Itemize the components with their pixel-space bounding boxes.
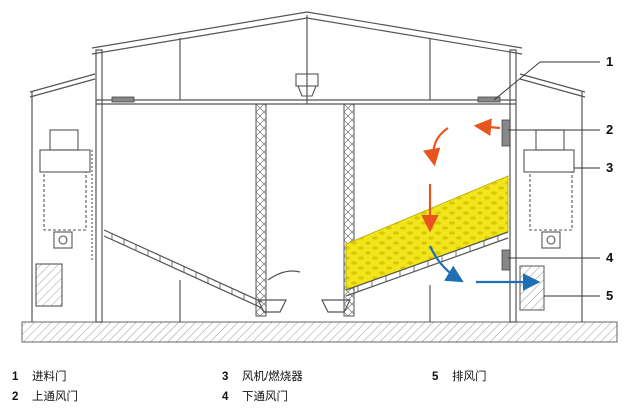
legend-label: 排风门 bbox=[452, 371, 487, 383]
legend-item-4: 4 下通风门 bbox=[222, 388, 288, 404]
grain-bed bbox=[345, 175, 509, 291]
legend-item-5: 5 排风门 bbox=[432, 368, 487, 384]
legend-number: 3 bbox=[222, 371, 229, 383]
legend-number: 1 bbox=[12, 371, 19, 383]
legend-number: 2 bbox=[12, 391, 19, 403]
hot-airflow-arrows bbox=[421, 118, 501, 233]
legend-item-3: 3 风机/燃烧器 bbox=[222, 368, 303, 384]
callout-2: 2 bbox=[606, 122, 613, 137]
feeding-door-right bbox=[477, 96, 501, 103]
legend-label: 下通风门 bbox=[242, 391, 288, 403]
top-feed-hopper bbox=[295, 73, 319, 104]
callout-1: 1 bbox=[606, 54, 613, 69]
exhaust-door bbox=[519, 265, 545, 311]
legend-label: 进料门 bbox=[32, 371, 67, 383]
legend-number: 5 bbox=[432, 371, 439, 383]
upper-vent-door bbox=[501, 119, 511, 147]
lower-vent-door bbox=[501, 249, 511, 271]
callout-5: 5 bbox=[606, 288, 613, 303]
building-outline bbox=[29, 11, 586, 323]
fan-burner-right bbox=[523, 129, 575, 249]
cool-airflow-arrows bbox=[428, 245, 541, 291]
legend-item-1: 1 进料门 bbox=[12, 368, 67, 384]
callout-leaders bbox=[493, 61, 600, 297]
callout-3: 3 bbox=[606, 160, 613, 175]
fan-burner-left bbox=[35, 129, 93, 307]
callout-4: 4 bbox=[606, 250, 614, 265]
legend-item-2: 2 上通风门 bbox=[12, 388, 78, 404]
ground-slab bbox=[21, 321, 618, 343]
legend-label: 上通风门 bbox=[32, 391, 78, 403]
feeding-door-left bbox=[111, 96, 135, 103]
legend-label: 风机/燃烧器 bbox=[242, 371, 303, 383]
lattice-columns bbox=[255, 103, 355, 317]
legend-number: 4 bbox=[222, 391, 229, 403]
left-sloped-floor bbox=[103, 229, 301, 313]
right-sloped-floor bbox=[321, 231, 509, 313]
